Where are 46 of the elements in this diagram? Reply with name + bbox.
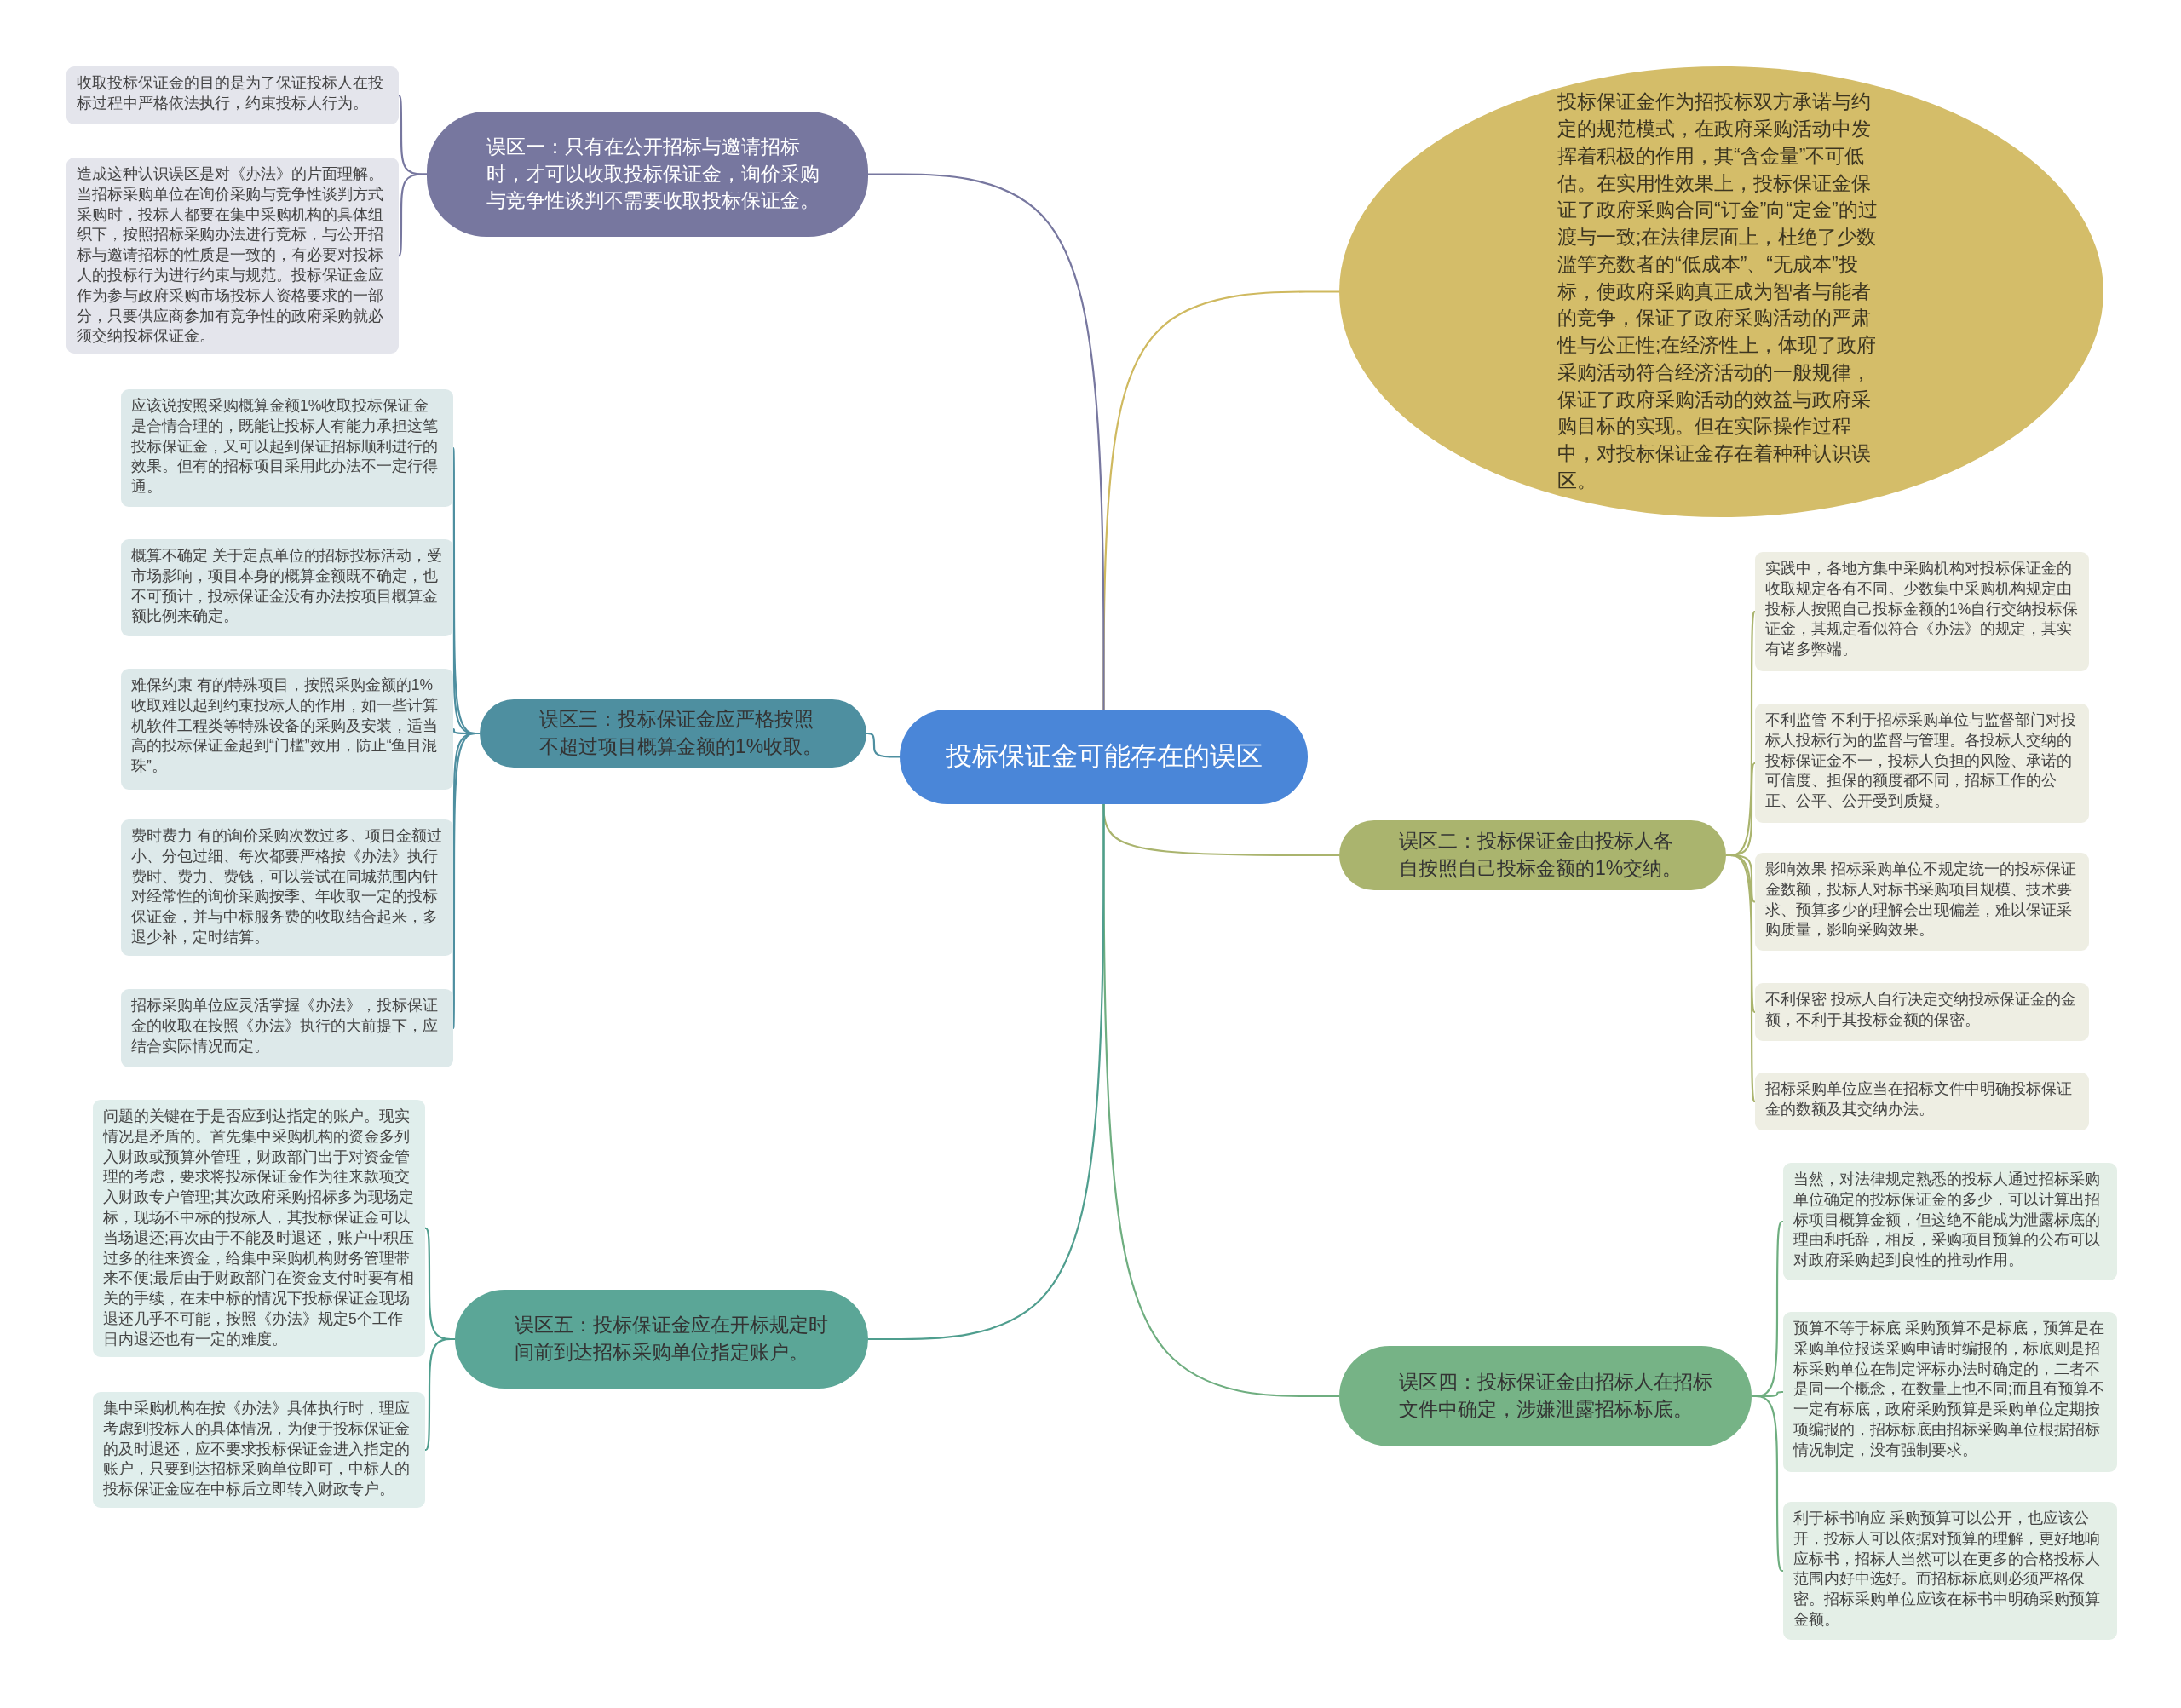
note-card bbox=[1755, 552, 2089, 671]
connector-line bbox=[424, 1337, 455, 1452]
connector-line bbox=[1726, 854, 1756, 1103]
note-text: 难保约束 有的特殊项目，按照采购金额的1%收取难以起到约束投标人的作用，如一些计算机软件工程类等特殊设备的采购及安装，适当高的投标保证金起到“门槛”效用，防止“鱼目混珠”。 bbox=[131, 676, 439, 777]
note-card bbox=[1755, 704, 2089, 823]
note-card bbox=[93, 1392, 425, 1508]
topic-text: 误区二：投标保证金由投标人各自按照自己投标金额的1%交纳。 bbox=[1399, 829, 1683, 881]
note-card bbox=[1783, 1163, 2117, 1280]
note-text: 不利保密 投标人自行决定交纳投标保证金的金额，不利于其投标金额的保密。 bbox=[1765, 990, 2077, 1030]
note-text: 集中采购机构在按《办法》具体执行时，理应考虑到投标人的具体情况，为便于投标保证金的及时退还，应不要求投标保证金进入指定的账户，只要到达招标采购单位即可，中标人的投标保证金应在中标后立即转入财政专户。 bbox=[103, 1399, 411, 1500]
connector-line bbox=[398, 173, 427, 257]
connector-line bbox=[868, 173, 1105, 710]
note-text: 造成这种认识误区是对《办法》的片面理解。当招标采购单位在询价采购与竞争性谈判方式采购时，投标人都要在集中采购机构的具体组织下，按照招标采购办法进行竞标，与公开招标与邀请招标的性质是一致的，有必要对投标人的投标行为进行约束与规范。投标保证金应作为参与政府采购市场投标人资格要求的一部分，只要供应商参加有竞争性的政府采购就必须交纳投标保证金。 bbox=[77, 164, 384, 347]
topic-text: 误区一：只有在公开招标与邀请招标时，才可以收取投标保证金，询价采购与竞争性谈判不需要收取投标保证金。 bbox=[486, 134, 820, 214]
note-text: 概算不确定 关于定点单位的招标投标活动，受市场影响，项目本身的概算金额既不确定，也不可预计，投标保证金没有办法按项目概算金额比例来确定。 bbox=[131, 546, 443, 627]
note-text: 实践中，各地方集中采购机构对投标保证金的收取规定各有不同。少数集中采购机构规定由投标人按照自己投标金额的1%自行交纳投标保证金，其规定看似符合《办法》的规定，其实有诸多弊端。 bbox=[1765, 559, 2079, 660]
note-card bbox=[66, 66, 399, 124]
note-text: 收取投标保证金的目的是为了保证投标人在投标过程中严格依法执行，约束投标人行为。 bbox=[77, 73, 384, 113]
note-card bbox=[1755, 1073, 2089, 1130]
note-card bbox=[1783, 1312, 2117, 1472]
note-card bbox=[121, 819, 453, 956]
note-text: 不利监管 不利于招标采购单位与监督部门对投标人投标行为的监督与管理。各投标人交纳的投标保证金不一，投标人负担的风险、承诺的可信度、担保的额度都不同，招标工作的公正、公平、公开受到质疑。 bbox=[1765, 710, 2077, 812]
connector-line bbox=[868, 804, 1105, 1341]
note-text: 应该说按照采购概算金额1%收取投标保证金是合情合理的，既能让投标人有能力承担这笔投标保证金，又可以起到保证招标顺利进行的效果。但有的招标项目采用此办法不一定行得通。 bbox=[131, 396, 439, 497]
note-card bbox=[121, 989, 453, 1067]
note-text: 预算不等于标底 采购预算不是标底，预算是在采购单位报送采购申请时编报的，标底则是招标采购单位在制定评标办法时确定的，二者不是同一个概念，在数量上也不同;而且有预算不一定有标底，政府采购预算是采购单位定期按项编报的，招标标底由招标采购单位根据招标情况制定，没有强制要求。 bbox=[1793, 1319, 2105, 1460]
connector-line bbox=[1752, 1395, 1784, 1573]
note-card bbox=[1755, 983, 2089, 1041]
topic-text: 误区五：投标保证金应在开标规定时间前到达招标采购单位指定账户。 bbox=[515, 1313, 829, 1365]
topic-text: 误区三：投标保证金应严格按照不超过项目概算金额的1%收取。 bbox=[539, 707, 824, 759]
note-text: 影响效果 招标采购单位不规定统一的投标保证金数额，投标人对标书采购项目规模、技术要求、预算多少的理解会出现偏差，难以保证采购质量，影响采购效果。 bbox=[1765, 860, 2077, 940]
note-card bbox=[1755, 853, 2089, 951]
note-text: 招标采购单位应当在招标文件中明确投标保证金的数额及其交纳办法。 bbox=[1765, 1079, 2073, 1119]
note-text: 费时费力 有的询价采购次数过多、项目金额过小、分包过细、每次都要严格按《办法》执行费时、费力、费钱，可以尝试在同城范围内针对经常性的询价采购按季、年收取一定的投标保证金，并与中标服务费的收取结合起来，多退少补，定时结算。 bbox=[131, 826, 443, 947]
topic-text: 投标保证金可能存在的误区 bbox=[945, 740, 1263, 773]
note-text: 利于标书响应 采购预算可以公开，也应该公开，投标人可以依据对预算的理解，更好地响应标书，招标人当然可以在更多的合格投标人范围内好中选好。而招标标底则必须严格保密。招标采购单位应该在标书中明确采购预算金额。 bbox=[1793, 1509, 2101, 1630]
note-card bbox=[121, 669, 453, 790]
connector-line bbox=[866, 732, 900, 758]
note-card bbox=[1783, 1502, 2117, 1640]
topic-text: 误区四：投标保证金由招标人在招标文件中确定，涉嫌泄露招标标底。 bbox=[1399, 1370, 1713, 1422]
summary-text: 投标保证金作为招投标双方承诺与约定的规范模式，在政府采购活动中发挥着积极的作用，其“含金量”不可低估。在实用性效果上，投标保证金保证了政府采购合同“订金”向“定金”的过渡与一致;在法律层面上，杜绝了少数滥竽充数者的“低成本”、“无成本”投标，使政府采购真正成为智者与能者的竞争，保证了政府采购活动的严肃性与公正性;在经济性上，体现了政府采购活动符合经济活动的一般规律，保证了政府采购活动的效益与政府采购目标的实现。但在实际操作过程中，对投标保证金存在着种种认识误区。 bbox=[1557, 89, 1879, 493]
note-text: 招标采购单位应灵活掌握《办法》，投标保证金的收取在按照《办法》执行的大前提下，应结合实际情况而定。 bbox=[131, 996, 439, 1056]
note-card bbox=[121, 539, 453, 636]
note-text: 当然，对法律规定熟悉的投标人通过招标采购单位确定的投标保证金的多少，可以计算出招标项目概算金额，但这绝不能成为泄露标底的理由和托辞，相反，采购项目预算的公布可以对政府采购起到良性的推动作用。 bbox=[1793, 1170, 2101, 1271]
note-text: 问题的关键在于是否应到达指定的账户。现实情况是矛盾的。首先集中采购机构的资金多列入财政或预算外管理，财政部门出于对资金管理的考虑，要求将投标保证金作为往来款项交入财政专户管理;其次政府采购招标多为现场定标，现场不中标的投标人，其投标保证金可以当场退还;再次由于不能及时退还，账户中积压过多的往来资金，给集中采购机构财务管理带来不便;最后由于财政部门在资金支付时要有相关的手续，在未中标的情况下投标保证金现场退还几乎不可能，按照《办法》规定5个工作日内退还也有一定的难度。 bbox=[103, 1107, 415, 1349]
note-card bbox=[121, 389, 453, 507]
